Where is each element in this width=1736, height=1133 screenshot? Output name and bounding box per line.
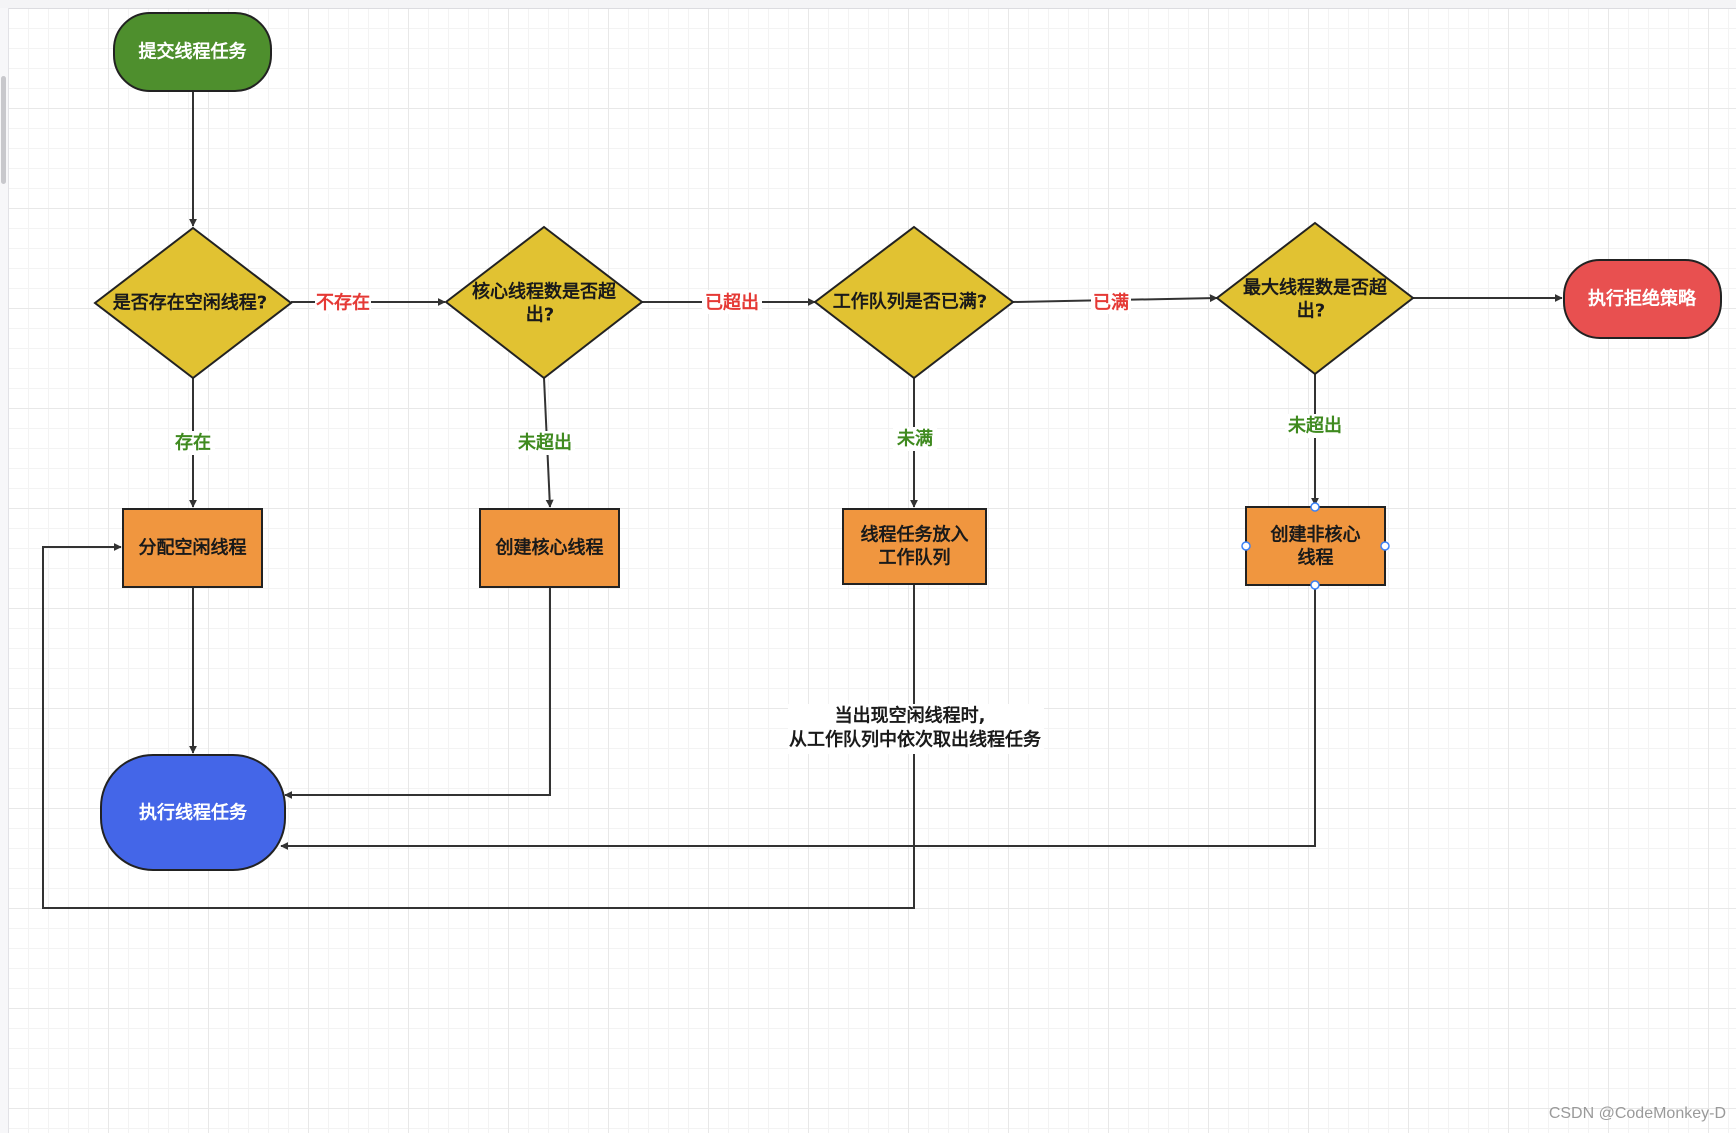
label-exceeded: 已超出 [705,292,759,314]
label-full: 已满 [1093,292,1129,314]
scrollbar-thumb[interactable] [1,76,6,184]
process-assign-idle-label: 分配空闲线程 [139,537,247,559]
process-create-noncore[interactable]: 创建非核心 线程 [1241,502,1390,590]
decision-core-threads-label-line2: 出? [526,304,554,326]
decision-core-threads-label-line1: 核心线程数是否超 [472,281,617,303]
decision-queue-full-label: 工作队列是否已满? [833,291,987,313]
start-node[interactable]: 提交线程任务 [113,12,272,92]
process-create-core[interactable]: 创建核心线程 [479,508,620,588]
process-create-core-label: 创建核心线程 [495,537,604,559]
edge-p4-to-execute [280,585,1316,850]
canvas-top-bar [0,0,1736,9]
connection-point-top[interactable] [1310,502,1320,512]
process-assign-idle[interactable]: 分配空闲线程 [122,508,263,588]
decision-max-threads[interactable]: 最大线程数是否超 出? [1215,221,1415,376]
decision-idle-thread-label: 是否存在空闲线程? [112,292,267,314]
label-not-exist: 不存在 [316,292,370,314]
loop-note-line2: 从工作队列中依次取出线程任务 [789,729,1042,751]
process-create-noncore-label-line2: 线程 [1298,547,1334,569]
canvas-left-bar [0,8,9,1133]
process-enqueue-label-line2: 工作队列 [879,547,951,569]
label-not-full: 未满 [897,428,933,450]
connection-point-right[interactable] [1380,541,1390,551]
connection-point-bottom[interactable] [1310,580,1320,590]
label-exist: 存在 [175,432,211,454]
reject-node-label: 执行拒绝策略 [1588,288,1697,310]
process-enqueue-label-line1: 线程任务放入 [861,524,969,546]
watermark: CSDN @CodeMonkey-D [1548,1105,1726,1122]
decision-core-threads[interactable]: 核心线程数是否超 出? [444,225,644,380]
process-create-noncore-label-line1: 创建非核心 [1270,524,1361,546]
label-not-exceeded-core: 未超出 [518,432,572,454]
edge-p3-loop-to-p1 [42,543,915,909]
edge-labels: 不存在 已超出 已满 存在 未超出 未满 未超出 [171,290,1345,455]
decision-max-threads-label-line2: 出? [1297,300,1325,322]
loop-note-line1: 当出现空闲线程时, [835,705,986,727]
start-node-label: 提交线程任务 [139,41,248,63]
decision-queue-full[interactable]: 工作队列是否已满? [813,225,1015,380]
edge-p2-to-execute [284,587,551,799]
loop-note: 当出现空闲线程时, 从工作队列中依次取出线程任务 [788,704,1044,754]
connection-point-left[interactable] [1241,541,1251,551]
execute-node-label: 执行线程任务 [139,802,248,824]
process-enqueue[interactable]: 线程任务放入 工作队列 [842,508,987,585]
decision-max-threads-label-line1: 最大线程数是否超 [1243,277,1388,299]
reject-node[interactable]: 执行拒绝策略 [1563,259,1722,339]
execute-node[interactable]: 执行线程任务 [100,754,286,871]
decision-idle-thread[interactable]: 是否存在空闲线程? [93,226,293,380]
label-not-exceeded-max: 未超出 [1288,415,1342,437]
